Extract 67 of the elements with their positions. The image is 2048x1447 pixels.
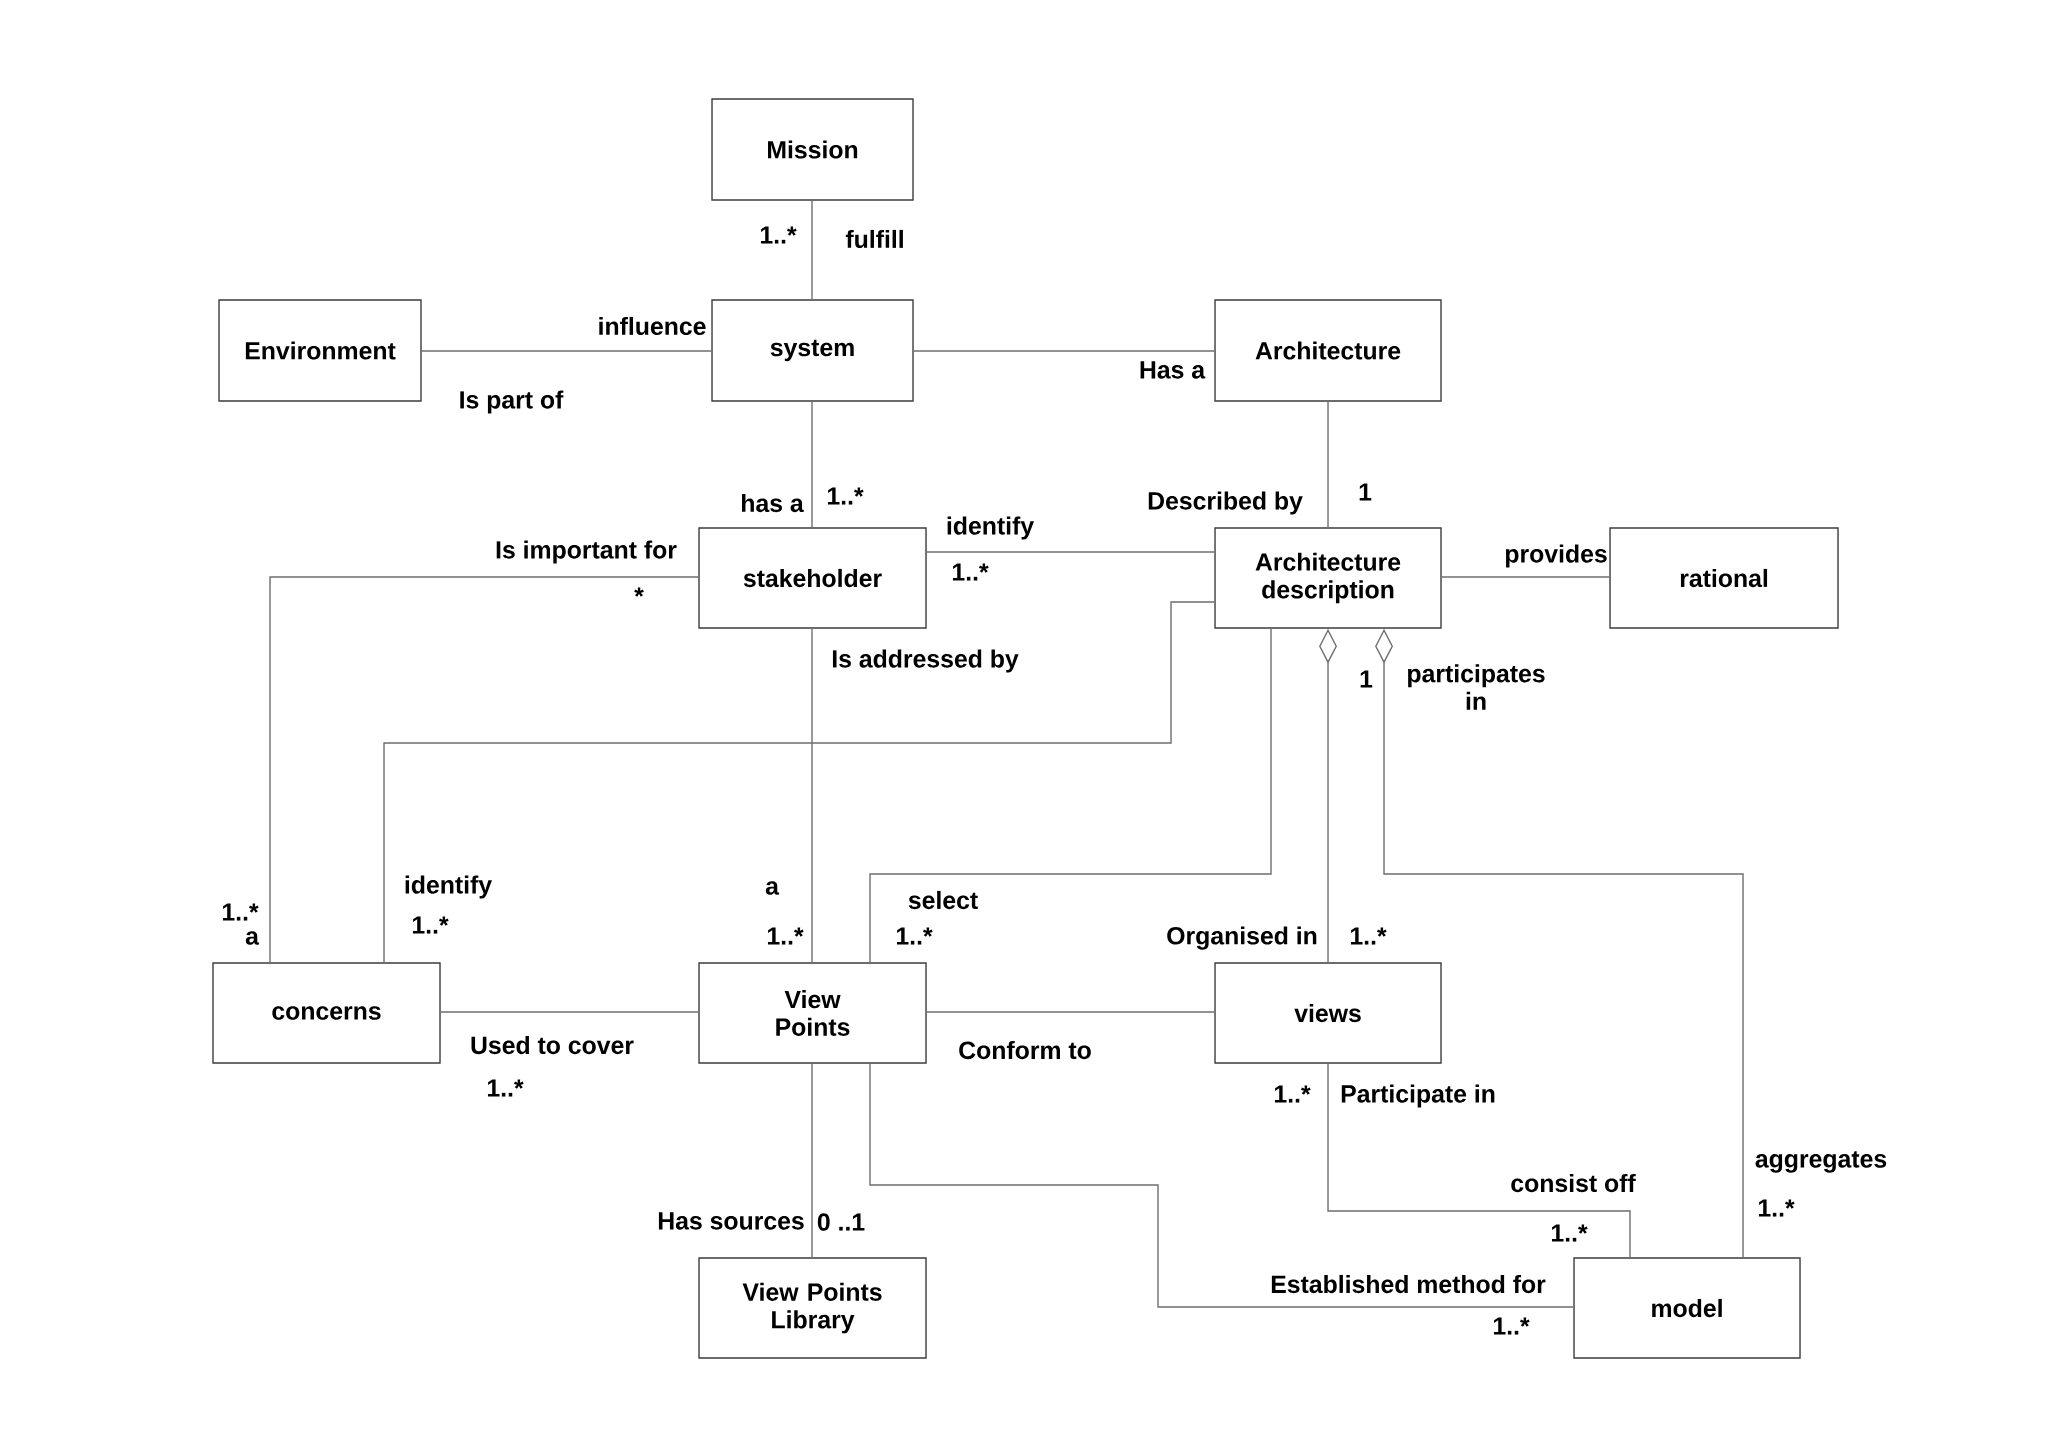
multiplicity: 1 <box>1359 483 1372 501</box>
multiplicity: 1 <box>1360 670 1373 688</box>
multiplicity: 1..* <box>1275 1085 1311 1103</box>
class-box: Environment <box>218 299 422 402</box>
class-box: Architecture description <box>1214 527 1442 629</box>
edge-label: Organised in <box>1167 926 1317 950</box>
association-line <box>1441 576 1610 578</box>
multiplicity: 1..* <box>760 226 797 244</box>
association-line <box>811 1063 813 1258</box>
multiplicity: 1..* <box>412 916 449 934</box>
multiplicity: 1..* <box>1351 927 1387 945</box>
edge-label: Established method for <box>1271 1274 1546 1294</box>
class-box: Architecture <box>1214 299 1442 402</box>
multiplicity: 1..* <box>222 903 259 921</box>
multiplicity: * <box>634 587 644 597</box>
association-line <box>913 350 1215 352</box>
class-box: Mission <box>711 98 914 201</box>
multiplicity: 1..* <box>1552 1224 1588 1242</box>
role-label: a <box>765 881 780 895</box>
role-label: a <box>245 931 260 945</box>
class-box: system <box>711 299 914 402</box>
edge-label: provides <box>1505 544 1607 568</box>
role-label: aggregates <box>1755 1151 1887 1173</box>
multiplicity: 1..* <box>1494 1317 1530 1335</box>
role-label: Is part of <box>460 390 564 414</box>
class-box: View Points <box>698 962 927 1064</box>
association-line <box>811 401 813 528</box>
association-line <box>421 350 712 352</box>
association-line <box>1327 401 1329 528</box>
association-line <box>811 200 813 300</box>
association-line <box>869 1063 1575 1308</box>
edge-label: influence <box>599 316 706 336</box>
edge-label: Conform to <box>959 1040 1091 1060</box>
multiplicity: 1..* <box>827 487 864 505</box>
edge-label: Is important for <box>496 540 677 564</box>
multiplicity: 1..* <box>1759 1199 1795 1217</box>
association-line <box>869 628 1272 964</box>
association-line <box>1327 1063 1631 1258</box>
multiplicity: 0 ..1 <box>817 1213 865 1231</box>
edge-label: fulfill <box>845 229 903 249</box>
edge-label: Is addressed by <box>832 649 1019 673</box>
multiplicity: 1..* <box>952 563 989 581</box>
class-box: rational <box>1609 527 1839 629</box>
role-label: consist off <box>1511 1173 1636 1193</box>
class-box: views <box>1214 962 1442 1064</box>
edge-label: Has sources <box>658 1212 804 1230</box>
edge-label: Has a <box>1140 361 1206 379</box>
association-line <box>440 1011 700 1013</box>
association-line <box>926 551 1215 553</box>
edge-label: has a <box>742 493 804 513</box>
edge-label: identify <box>947 516 1034 540</box>
edge-label: select <box>908 890 978 910</box>
association-line <box>926 1011 1215 1013</box>
class-box: concerns <box>212 962 441 1064</box>
edge-label: Used to cover <box>471 1035 634 1055</box>
edge-label: Described by <box>1148 491 1303 515</box>
edge-label: Participate in <box>1341 1084 1495 1108</box>
multiplicity: 1..* <box>767 927 804 945</box>
edge-label: participates in <box>1408 664 1545 710</box>
association-line <box>383 601 1215 964</box>
edge-label: identify <box>405 875 492 899</box>
association-line <box>811 628 813 964</box>
association-line <box>269 576 700 964</box>
class-box: stakeholder <box>698 527 927 629</box>
class-box: View Points Library <box>698 1257 927 1359</box>
multiplicity: 1..* <box>487 1079 524 1097</box>
class-box: model <box>1573 1257 1801 1359</box>
